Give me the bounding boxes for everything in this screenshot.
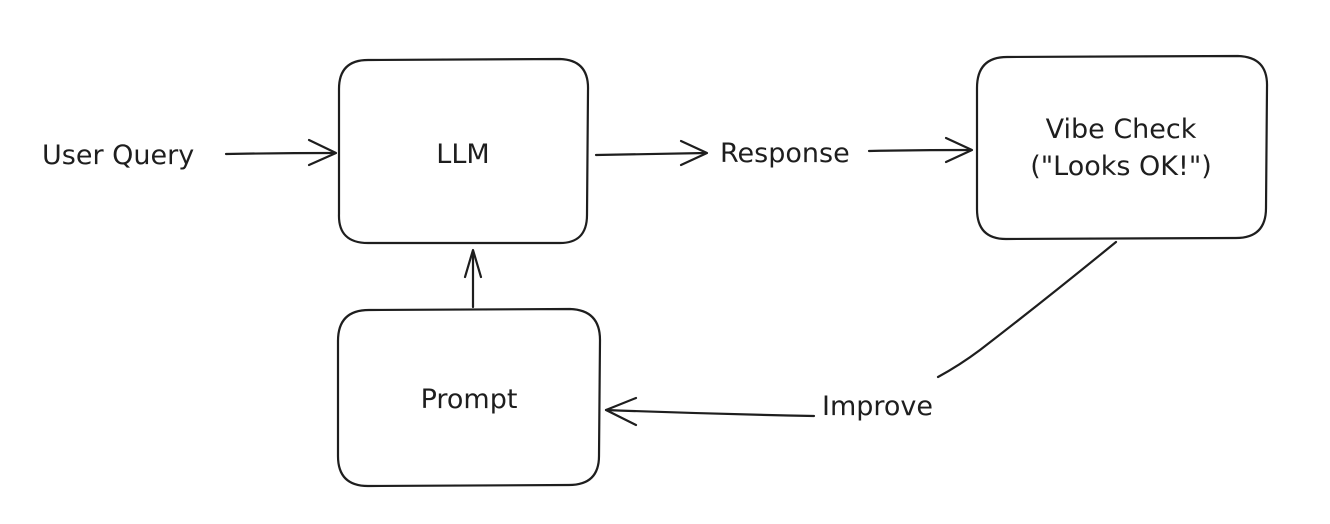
llm-to-response-arrowhead bbox=[679, 139, 709, 167]
prompt-node: Prompt bbox=[336, 307, 602, 488]
prompt-label: Prompt bbox=[421, 384, 518, 415]
vibe-check-label-line1: Vibe Check bbox=[1046, 114, 1197, 145]
llm-to-response-line bbox=[594, 151, 708, 157]
improve-to-prompt-curve bbox=[604, 408, 816, 418]
prompt-to-llm-arrowhead bbox=[463, 248, 483, 279]
user-query-arrowhead bbox=[307, 138, 338, 167]
llm-node: LLM bbox=[337, 57, 590, 245]
user-query-arrow-line bbox=[224, 151, 337, 156]
response-to-vibe-check-line bbox=[867, 148, 973, 153]
improve-edge: Improve bbox=[604, 240, 1118, 427]
llm-box bbox=[337, 57, 590, 245]
vibe-check-to-improve-curve bbox=[936, 240, 1118, 379]
prompt-box bbox=[336, 307, 602, 488]
improve-label: Improve bbox=[822, 391, 933, 422]
prompt-to-llm-edge bbox=[463, 248, 483, 309]
vibe-check-box bbox=[975, 54, 1269, 241]
user-query-label: User Query bbox=[42, 140, 194, 171]
improve-to-prompt-arrowhead bbox=[604, 396, 638, 427]
llm-to-response-edge: Response bbox=[594, 138, 850, 169]
llm-label: LLM bbox=[436, 139, 489, 170]
response-label: Response bbox=[720, 138, 850, 169]
response-to-vibe-check-arrowhead bbox=[944, 136, 974, 164]
vibe-check-node: Vibe Check ("Looks OK!") bbox=[975, 54, 1269, 241]
vibe-check-label-line2: ("Looks OK!") bbox=[1030, 151, 1212, 182]
response-to-vibe-check-edge bbox=[867, 136, 974, 164]
user-query-edge: User Query bbox=[42, 138, 338, 171]
